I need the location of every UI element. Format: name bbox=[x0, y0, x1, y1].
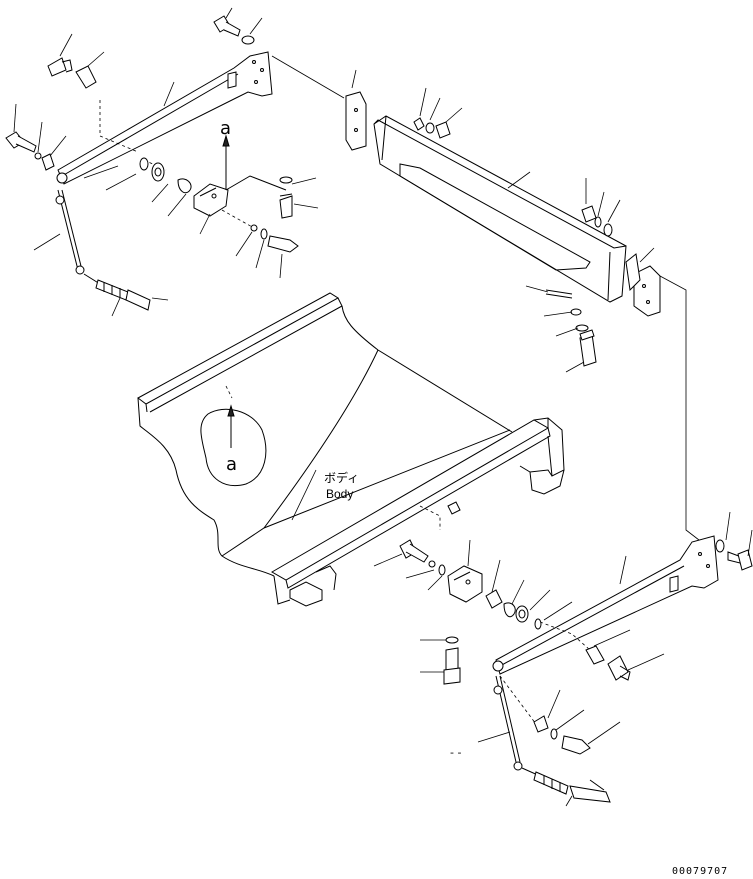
link-line-top bbox=[271, 55, 345, 99]
dash-note: - - bbox=[450, 746, 461, 759]
view-mark-body: a bbox=[226, 454, 237, 475]
upper-left-arm-assembly bbox=[5, 7, 319, 317]
lower-right-arm-assembly bbox=[373, 511, 753, 807]
view-mark-top: a bbox=[220, 118, 231, 139]
body-label-en: Body bbox=[326, 487, 353, 501]
truck-body bbox=[137, 292, 565, 607]
cross-beam bbox=[345, 69, 661, 373]
drawing-number: 00079707 bbox=[672, 866, 728, 877]
body-label-jp: ボディ bbox=[324, 470, 359, 485]
link-line-right bbox=[659, 275, 713, 551]
